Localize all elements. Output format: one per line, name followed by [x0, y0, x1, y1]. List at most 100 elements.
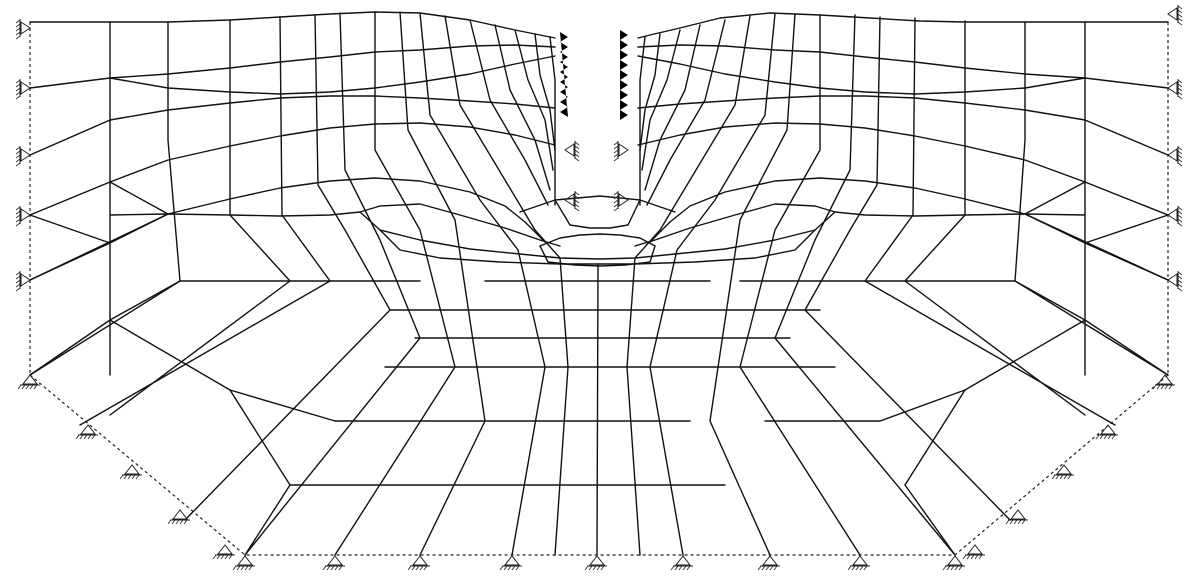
left-slope-support-4: [167, 509, 190, 525]
left-slope-support-3-hatch: [119, 474, 140, 480]
left-wall-support-5-triangle: [19, 271, 31, 289]
left-wall-support-4-triangle: [19, 206, 31, 224]
top-surface: [29, 11, 1169, 39]
right-wall-support-2-hatch: [1177, 79, 1183, 100]
crack-left-support-1-hatch: [574, 141, 580, 162]
left-slope-support-4-triangle: [170, 509, 190, 521]
mesh-columns-left: [29, 11, 569, 556]
crack-right-support-1: [613, 141, 629, 162]
bottom-support-1-hatch: [232, 565, 253, 571]
right-wall-support-4-hatch: [1177, 206, 1183, 227]
left-wall-support-4-hatch: [15, 206, 21, 227]
left-slope-support-5-triangle: [215, 544, 235, 556]
mesh-column-center: [596, 263, 599, 556]
left-wall-support-2-triangle: [19, 79, 31, 97]
right-wall-support-3-triangle: [1167, 146, 1179, 164]
right-wall-support-1: [1167, 5, 1183, 26]
left-wall-support-1-triangle: [19, 19, 31, 37]
bottom-support-2-hatch: [322, 565, 343, 571]
right-slope-support-1: [1152, 374, 1175, 390]
bottom-support-2: [322, 555, 345, 571]
bottom-support-1-triangle: [235, 555, 255, 567]
right-slope-support-5-triangle: [965, 544, 985, 556]
left-wall-support-5: [15, 271, 31, 292]
right-slope-support-2: [1095, 424, 1118, 440]
left-slope-support-2-hatch: [75, 434, 96, 440]
bottom-support-6-triangle: [673, 555, 693, 567]
right-wall-support-2: [1167, 79, 1183, 100]
left-slope-support-1-hatch: [17, 384, 38, 390]
mesh-rows-lower: [179, 280, 1016, 486]
left-slope-support-3: [119, 464, 142, 480]
right-wall-support-3: [1167, 146, 1183, 167]
right-slope-support-2-triangle: [1098, 424, 1118, 436]
left-wall-support-2: [15, 79, 31, 100]
left-slope-support-3-triangle: [122, 464, 142, 476]
bottom-support-5-hatch: [584, 565, 605, 571]
bottom-support-3: [407, 555, 430, 571]
left-wall-support-2-hatch: [15, 79, 21, 100]
bottom-support-2-triangle: [325, 555, 345, 567]
bottom-support-4: [499, 555, 522, 571]
crack-left-springs: [560, 32, 568, 117]
right-wall-support-2-triangle: [1167, 79, 1179, 97]
bottom-support-1: [232, 555, 255, 571]
right-wall-support-1-triangle: [1167, 5, 1179, 23]
right-slope-support-1-triangle: [1155, 374, 1175, 386]
right-wall-support-3-hatch: [1177, 146, 1183, 167]
right-wall-support-5-triangle: [1167, 271, 1179, 289]
mesh-columns-right: [626, 13, 1169, 556]
bottom-support-3-hatch: [407, 565, 428, 571]
bottom-support-4-hatch: [499, 565, 520, 571]
right-slope-support-5-hatch: [962, 554, 983, 560]
bottom-support-7-hatch: [757, 565, 778, 571]
left-wall-support-1-hatch: [15, 19, 21, 40]
crack-left-support-2-triangle: [564, 191, 576, 209]
mesh-diagonals-left: [29, 181, 336, 556]
right-slope-support-5: [962, 544, 985, 560]
crack-right-support-2: [613, 191, 629, 212]
left-slope-support-1-triangle: [20, 374, 40, 386]
mesh-rows-right: [599, 44, 1169, 281]
left-slope-support-1: [17, 374, 40, 390]
right-wall-support-4-triangle: [1167, 206, 1179, 224]
bottom-support-8-hatch: [847, 565, 868, 571]
crack-right-support-1-triangle: [617, 141, 629, 159]
crack-tip-rosette: [519, 195, 676, 267]
right-wall-support-1-hatch: [1177, 5, 1183, 26]
crack-left-support-1: [564, 141, 580, 162]
right-slope-support-4: [1005, 509, 1028, 525]
crack-left-support-1-triangle: [564, 141, 576, 159]
left-slope-support-2: [75, 424, 98, 440]
crack-right-springs: [620, 30, 628, 120]
bottom-support-9-triangle: [945, 555, 965, 567]
bottom-support-7-triangle: [760, 555, 780, 567]
bottom-support-8-triangle: [850, 555, 870, 567]
bottom-boundary: [29, 374, 1169, 556]
left-slope-support-5: [212, 544, 235, 560]
right-slope-support-4-hatch: [1005, 519, 1026, 525]
bottom-support-7: [757, 555, 780, 571]
crack-right-support-2-triangle: [617, 191, 629, 209]
left-wall-support-3-triangle: [19, 146, 31, 164]
bottom-support-5-triangle: [587, 555, 607, 567]
bottom-support-3-triangle: [410, 555, 430, 567]
mesh-diagonals-right: [879, 181, 1169, 556]
left-wall-support-3-hatch: [15, 146, 21, 167]
crack-right-support-2-hatch: [613, 191, 619, 212]
bottom-support-6: [670, 555, 693, 571]
right-wall-support-5: [1167, 271, 1183, 292]
bottom-support-8: [847, 555, 870, 571]
left-wall-support-4: [15, 206, 31, 227]
bottom-support-5: [584, 555, 607, 571]
bottom-support-9-hatch: [942, 565, 963, 571]
right-slope-support-4-triangle: [1008, 509, 1028, 521]
bottom-support-9: [942, 555, 965, 571]
right-slope-support-3-hatch: [1051, 474, 1072, 480]
boundary-supports: [15, 5, 1183, 571]
left-wall-support-1: [15, 19, 31, 40]
left-wall-support-3: [15, 146, 31, 167]
right-slope-support-3: [1051, 464, 1074, 480]
